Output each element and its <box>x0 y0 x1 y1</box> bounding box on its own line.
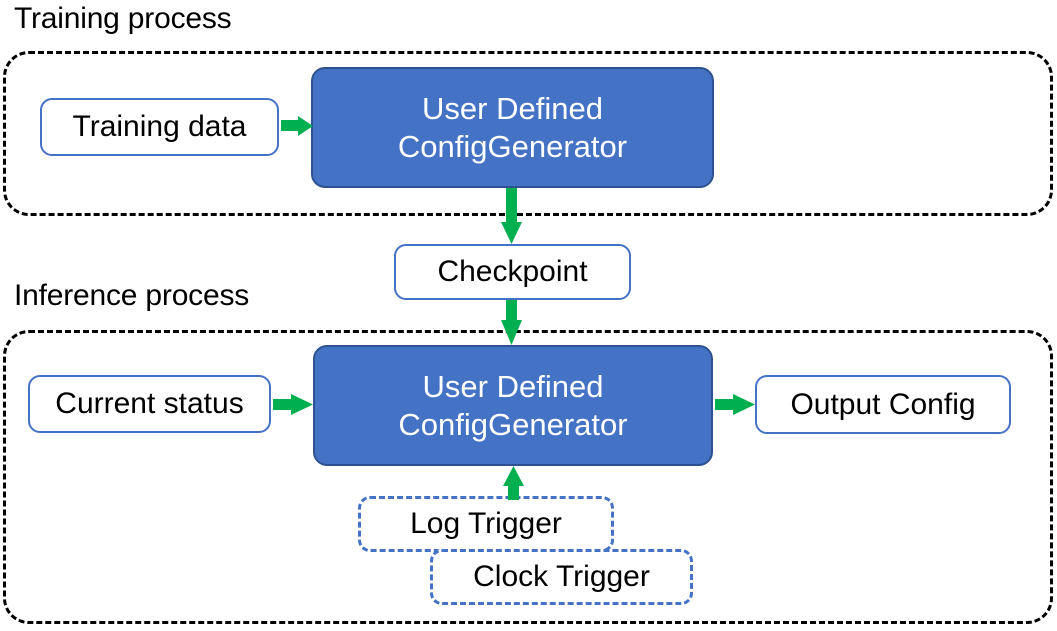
node-generator-inference-line1: User Defined <box>422 368 604 404</box>
node-training-data[interactable]: Training data <box>40 98 279 156</box>
node-user-defined-configgenerator-inference[interactable]: User Defined ConfigGenerator <box>313 345 713 466</box>
inference-process-title: Inference process <box>14 279 250 312</box>
node-current-status[interactable]: Current status <box>28 375 271 433</box>
inference-process-container <box>3 330 1053 624</box>
node-clock-trigger[interactable]: Clock Trigger <box>430 549 693 605</box>
training-process-container <box>3 51 1053 216</box>
node-checkpoint[interactable]: Checkpoint <box>394 244 631 300</box>
node-training-data-label: Training data <box>72 110 247 143</box>
node-output-config[interactable]: Output Config <box>755 375 1011 434</box>
node-user-defined-configgenerator-training[interactable]: User Defined ConfigGenerator <box>311 67 714 188</box>
node-output-config-label: Output Config <box>790 387 976 421</box>
node-generator-training-line2: ConfigGenerator <box>397 128 628 164</box>
node-generator-training-line1: User Defined <box>422 90 603 126</box>
node-log-trigger[interactable]: Log Trigger <box>358 496 614 552</box>
node-checkpoint-label: Checkpoint <box>437 255 588 288</box>
node-log-trigger-label: Log Trigger <box>410 507 562 540</box>
node-generator-inference-line2: ConfigGenerator <box>398 406 628 442</box>
node-current-status-label: Current status <box>55 387 244 420</box>
training-process-title: Training process <box>14 2 232 35</box>
node-clock-trigger-label: Clock Trigger <box>473 560 650 593</box>
